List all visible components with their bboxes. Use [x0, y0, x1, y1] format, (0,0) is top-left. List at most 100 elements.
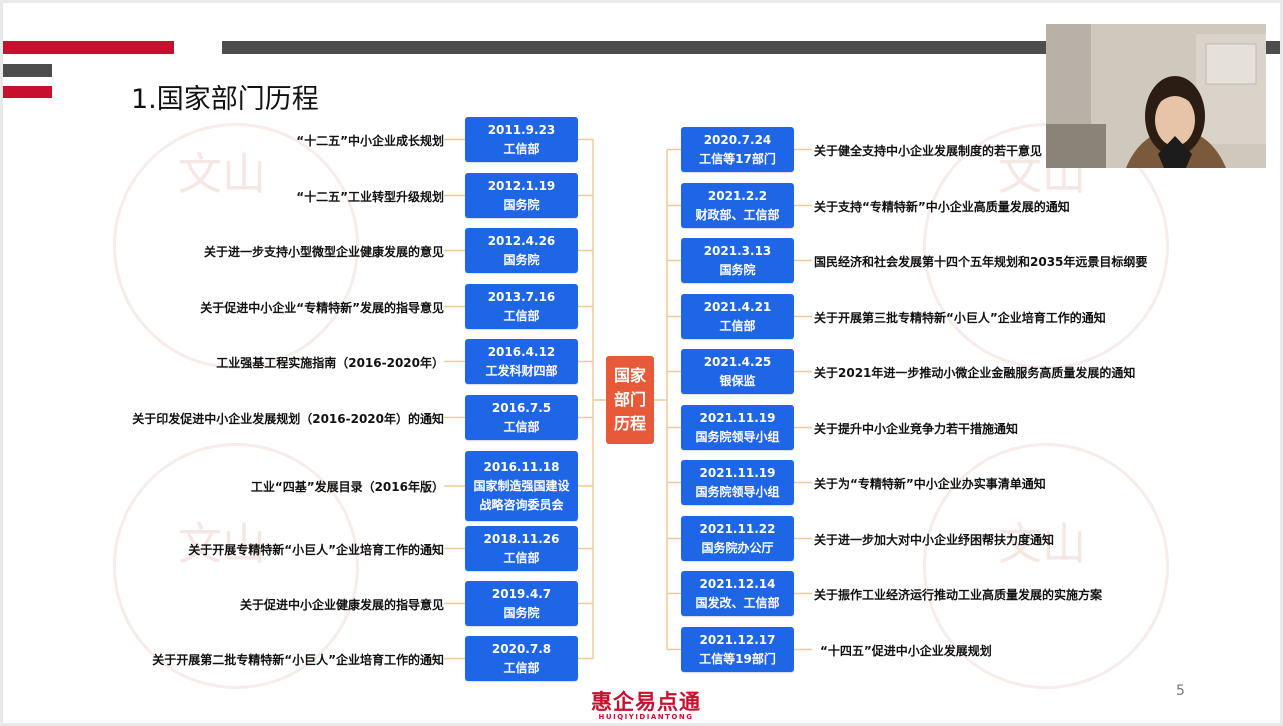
- left-date-box-4: 2013.7.16 工信部: [465, 284, 578, 329]
- left-policy-label-10: 关于开展第二批专精特新“小巨人”企业培育工作的通知: [152, 652, 444, 667]
- page-number: 5: [1176, 683, 1185, 699]
- left-date-box-2: 2012.1.19 国务院: [465, 173, 578, 218]
- left-date: 2020.7.8: [491, 641, 552, 656]
- right-policy-label-8: 关于进一步加大对中小企业纾困帮扶力度通知: [814, 532, 1055, 547]
- right-policy-label-7: 关于为“专精特新”中小企业办实事清单通知: [814, 476, 1046, 491]
- right-date: 2021.4.25: [703, 354, 772, 369]
- left-dept: 工信部: [503, 308, 540, 323]
- right-date-box-8: 2021.11.22 国务院办公厅: [681, 516, 794, 561]
- left-dept: 工信部: [503, 419, 540, 434]
- side-red-bar: [3, 86, 52, 98]
- right-date: 2021.2.2: [707, 188, 768, 203]
- left-date: 2016.7.5: [491, 400, 552, 415]
- watermark-text-4: 文山: [998, 519, 1086, 570]
- connector-lines: [444, 138, 812, 660]
- left-date: 2016.11.18: [483, 459, 560, 474]
- right-policy-label-3: 国民经济和社会发展第十四个五年规划和2035年远景目标纲要: [814, 254, 1148, 269]
- left-dept: 国务院: [503, 197, 540, 212]
- right-date-box-6: 2021.11.19 国务院领导小组: [681, 405, 794, 450]
- left-policy-label-1: “十二五”中小企业成长规划: [296, 133, 444, 148]
- left-date-box-9: 2019.4.7 国务院: [465, 581, 578, 626]
- center-node: 国家 部门 历程: [606, 356, 654, 444]
- right-date: 2020.7.24: [703, 132, 772, 147]
- right-policy-label-2: 关于支持“专精特新”中小企业高质量发展的通知: [814, 199, 1070, 214]
- right-date: 2021.11.22: [699, 521, 776, 536]
- left-date-box-5: 2016.4.12 工发科财四部: [465, 339, 578, 384]
- right-dept: 工信等19部门: [699, 651, 776, 666]
- watermark-ring-left: [113, 123, 359, 369]
- right-date-box-3: 2021.3.13 国务院: [681, 238, 794, 283]
- left-policy-label-8: 关于开展专精特新“小巨人”企业培育工作的通知: [188, 542, 444, 557]
- left-dept: 国务院: [503, 252, 540, 267]
- left-policy-label-4: 关于促进中小企业“专精特新”发展的指导意见: [200, 300, 444, 315]
- side-gray-bar: [3, 64, 52, 77]
- slide-title: 1.国家部门历程: [131, 84, 319, 115]
- left-policy-label-7: 工业“四基”发展目录（2016年版）: [250, 480, 444, 494]
- right-date-box-5: 2021.4.25 银保监: [681, 349, 794, 394]
- right-policy-label-4: 关于开展第三批专精特新“小巨人”企业培育工作的通知: [814, 310, 1106, 325]
- left-date: 2012.4.26: [487, 233, 556, 248]
- left-dept-line2: 战略咨询委员会: [479, 497, 564, 512]
- left-date: 2012.1.19: [487, 178, 556, 193]
- left-date: 2011.9.23: [487, 122, 556, 137]
- brand-logo: 惠企易点通 HUIQIYIDIANTONG: [581, 691, 711, 721]
- right-dept: 银保监: [719, 373, 756, 388]
- watermark-text-3: 文山: [178, 519, 266, 570]
- center-line-3: 历程: [613, 414, 646, 433]
- right-dept: 国务院领导小组: [695, 429, 780, 444]
- right-dept: 财政部、工信部: [695, 207, 780, 222]
- left-date-box-7: 2016.11.18 国家制造强国建设战略咨询委员会: [465, 451, 578, 521]
- left-policy-label-6: 关于印发促进中小企业发展规划（2016-2020年）的通知: [132, 411, 444, 426]
- right-dept: 工信等17部门: [699, 151, 776, 166]
- right-policy-label-10: “十四五”促进中小企业发展规划: [820, 643, 992, 658]
- left-date: 2016.4.12: [487, 344, 556, 359]
- left-dept: 工信部: [503, 550, 540, 565]
- right-date-box-4: 2021.4.21 工信部: [681, 294, 794, 339]
- right-policy-label-5: 关于2021年进一步推动小微企业金融服务高质量发展的通知: [814, 365, 1136, 380]
- watermark-ring-left-2: [113, 443, 359, 689]
- right-date: 2021.4.21: [703, 299, 772, 314]
- left-date-box-3: 2012.4.26 国务院: [465, 228, 578, 273]
- center-line-1: 国家: [613, 366, 646, 385]
- watermark-text-1: 文山: [178, 149, 266, 200]
- right-dept: 国务院领导小组: [695, 484, 780, 499]
- right-policy-label-9: 关于振作工业经济运行推动工业高质量发展的实施方案: [814, 587, 1103, 602]
- right-date-box-2: 2021.2.2 财政部、工信部: [681, 183, 794, 228]
- logo-english: HUIQIYIDIANTONG: [598, 713, 694, 721]
- right-dept: 国务院办公厅: [701, 540, 774, 555]
- right-dept: 国务院: [719, 262, 756, 277]
- left-date: 2019.4.7: [491, 586, 552, 601]
- left-date-box-6: 2016.7.5 工信部: [465, 395, 578, 440]
- left-dept: 国务院: [503, 605, 540, 620]
- left-dept: 国家制造强国建设: [473, 478, 570, 493]
- webcam-video[interactable]: [1046, 24, 1266, 168]
- right-date: 2021.12.14: [699, 576, 776, 591]
- right-date: 2021.11.19: [699, 465, 776, 480]
- left-dept: 工发科财四部: [485, 363, 558, 378]
- right-dept: 国发改、工信部: [695, 595, 780, 610]
- left-policy-label-2: “十二五”工业转型升级规划: [296, 189, 444, 204]
- center-line-2: 部门: [613, 390, 646, 409]
- right-date: 2021.11.19: [699, 410, 776, 425]
- right-date: 2021.3.13: [703, 243, 772, 258]
- presenter-video-frame: [1046, 24, 1266, 168]
- left-date: 2018.11.26: [483, 531, 560, 546]
- watermark-ring-right-2: [923, 443, 1169, 689]
- right-date-box-7: 2021.11.19 国务院领导小组: [681, 460, 794, 505]
- left-policy-label-3: 关于进一步支持小型微型企业健康发展的意见: [203, 244, 444, 259]
- right-date-box-9: 2021.12.14 国发改、工信部: [681, 571, 794, 616]
- left-policy-label-9: 关于促进中小企业健康发展的指导意见: [239, 597, 444, 612]
- left-date-box-8: 2018.11.26 工信部: [465, 526, 578, 571]
- header-gray-bar: [222, 41, 1280, 54]
- right-policy-label-6: 关于提升中小企业竞争力若干措施通知: [814, 421, 1019, 436]
- left-date: 2013.7.16: [487, 289, 556, 304]
- header-red-bar: [3, 41, 174, 54]
- left-policy-label-5: 工业强基工程实施指南（2016-2020年）: [216, 355, 444, 370]
- right-dept: 工信部: [719, 318, 756, 333]
- logo-chinese: 惠企易点通: [591, 690, 701, 714]
- right-date-box-1: 2020.7.24 工信等17部门: [681, 127, 794, 172]
